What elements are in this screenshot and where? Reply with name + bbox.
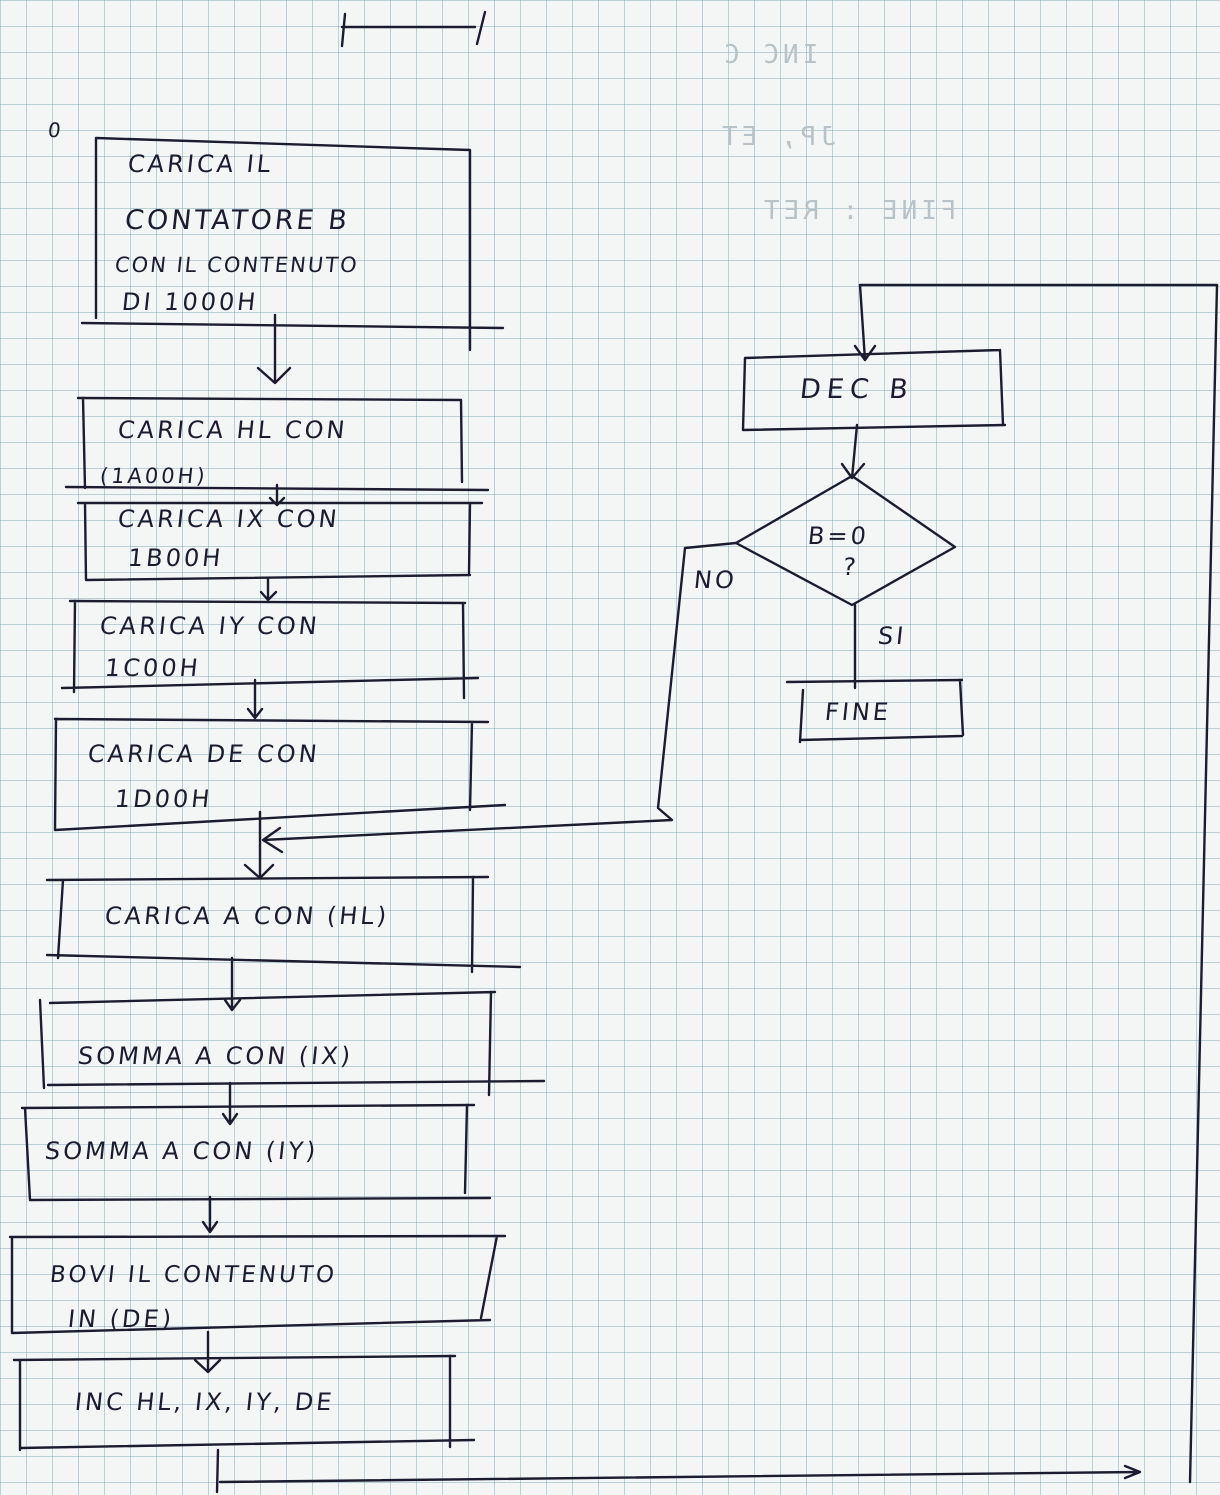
step-9-line-2: IN (DE) [66, 1305, 176, 1333]
step-4-line-1: CARICA IY CON [98, 612, 322, 640]
step-2-line-1: CARICA HL CON [116, 416, 349, 444]
step-box-4 [60, 599, 480, 700]
step-box-6 [45, 875, 522, 974]
step-box-2 [64, 396, 490, 492]
step-3-line-1: CARICA IX CON [116, 505, 341, 533]
end-box [785, 678, 965, 744]
step-5-line-2: 1D00H [113, 785, 214, 813]
step-box-1 [80, 136, 505, 352]
dec-to-decision-arrow [840, 423, 866, 480]
no-label: NO [692, 566, 739, 594]
end-box-label: FINE [823, 698, 893, 726]
step-10-line-1: INC HL, IX, IY, DE [73, 1388, 336, 1416]
dec-box [741, 348, 1007, 432]
no-edge [261, 541, 738, 854]
step-box-7 [38, 990, 546, 1097]
step-9-line-1: BOVI IL CONTENUTO [48, 1262, 339, 1288]
step-4-line-2: 1C00H [103, 654, 203, 682]
flow-arrows [193, 313, 292, 1374]
dec-box-label: DEC B [798, 374, 916, 405]
step-2-line-2: (1A00H) [98, 464, 209, 488]
step-5-line-1: CARICA DE CON [86, 740, 322, 768]
bleed-text-1: INC C [720, 40, 819, 70]
step-3-line-2: 1B00H [126, 544, 225, 572]
step-1-line-1: CARICA IL [126, 150, 275, 178]
step-7-line-1: SOMMA A CON (IX) [76, 1042, 355, 1070]
bleed-text-3: FINE : RET [760, 196, 957, 226]
step-1-line-4: DI 1000H [120, 288, 260, 316]
decision-question: ? [841, 553, 861, 581]
loop-edge [215, 283, 1219, 1494]
step-8-line-1: SOMMA A CON (IY) [43, 1137, 320, 1165]
step-box-5 [53, 717, 507, 832]
step-box-8 [20, 1103, 492, 1202]
yes-label: SI [876, 622, 908, 650]
step-6-line-1: CARICA A CON (HL) [103, 902, 391, 930]
decision-condition: B=0 [806, 522, 871, 550]
bleed-text-2: JP, ET [718, 122, 836, 152]
top-scribble [340, 10, 487, 48]
step-box-10 [12, 1354, 476, 1452]
step-box-9 [8, 1234, 507, 1335]
start-marker: 0 [46, 118, 65, 142]
step-1-line-2: CONTATORE B [123, 205, 352, 236]
decision-diamond [734, 474, 957, 607]
step-1-line-3: CON IL CONTENUTO [113, 253, 360, 277]
